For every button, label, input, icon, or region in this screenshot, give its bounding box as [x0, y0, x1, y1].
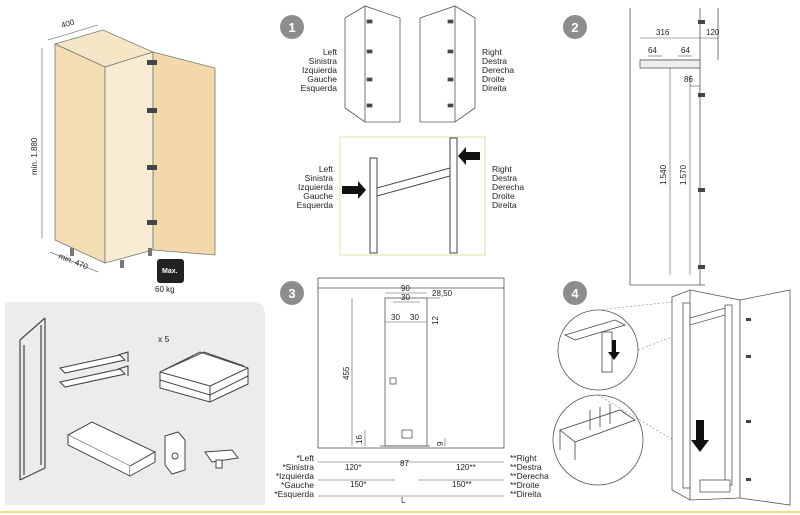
cabinet-illustration: 400 min. 1.880 min. 470 Max. 60 kg [30, 17, 216, 294]
step3-left-notes: *Left *Sinistra *Izquierda *Gauche *Esqu… [274, 453, 314, 499]
svg-text:*Left: *Left [297, 453, 315, 463]
svg-text:Esquerda: Esquerda [301, 83, 338, 93]
step1-right-cabinet [419, 5, 476, 123]
svg-text:Left: Left [319, 164, 334, 174]
dim-28: 28,50 [432, 289, 453, 298]
dim-9: 9 [436, 441, 445, 446]
svg-text:2: 2 [571, 20, 578, 35]
dim-150-right: 150** [452, 480, 472, 489]
svg-text:*Esquerda: *Esquerda [274, 489, 314, 499]
rail-parts [58, 351, 129, 388]
step4-drawing [552, 289, 791, 506]
step1-left-labels: Left Sinistra Izquierda Gauche Esquerda [301, 47, 338, 93]
dim-1570: 1.570 [679, 164, 688, 185]
detail-circle-bottom [552, 394, 644, 486]
dim-64a: 64 [648, 46, 657, 55]
dim-86: 86 [684, 75, 693, 84]
svg-text:3: 3 [288, 286, 295, 301]
dim-120: 120 [706, 28, 720, 37]
svg-text:Sinistra: Sinistra [305, 173, 334, 183]
dim-30b: 30 [391, 313, 400, 322]
parts-panel: x 5 [5, 302, 265, 505]
step2-drawing: 316 120 64 64 86 1.540 1.570 [629, 8, 720, 286]
svg-text:*Sinistra: *Sinistra [282, 462, 314, 472]
svg-text:Esquerda: Esquerda [297, 200, 334, 210]
foot-part [204, 449, 239, 469]
width-dimension: 400 [60, 17, 76, 29]
svg-text:Destra: Destra [492, 173, 517, 183]
weight-value: 60 kg [155, 285, 175, 294]
dim-12: 12 [431, 316, 440, 325]
step3-drawing: 90 30 28,50 30 30 12 455 16 9 120* 87 12… [317, 277, 505, 505]
dim-120-left: 120* [345, 463, 361, 472]
dim-16: 16 [355, 435, 364, 444]
svg-text:Gauche: Gauche [303, 191, 333, 201]
svg-text:Derecha: Derecha [482, 65, 514, 75]
svg-text:**Right: **Right [510, 453, 537, 463]
svg-text:Direita: Direita [492, 200, 517, 210]
svg-text:*Gauche: *Gauche [281, 480, 314, 490]
step-badge-4: 4 [563, 281, 587, 305]
step-badge-2: 2 [563, 15, 587, 39]
dim-64b: 64 [681, 46, 690, 55]
dim-90: 90 [401, 284, 410, 293]
weight-badge-label: Max. [162, 268, 178, 275]
svg-text:Izquierda: Izquierda [298, 182, 333, 192]
svg-text:Direita: Direita [482, 83, 507, 93]
step1-frame-left-labels: Left Sinistra Izquierda Gauche Esquerda [297, 164, 334, 210]
basket-parts [159, 351, 249, 403]
step3-right-notes: **Right **Destra **Derecha **Droite **Di… [510, 453, 549, 499]
svg-text:Left: Left [323, 47, 338, 57]
svg-text:1: 1 [288, 20, 295, 35]
step1-left-cabinet [344, 5, 401, 123]
svg-text:*Izquierda: *Izquierda [276, 471, 315, 481]
svg-text:**Destra: **Destra [510, 462, 542, 472]
dim-30a: 30 [401, 293, 410, 302]
svg-text:**Derecha: **Derecha [510, 471, 549, 481]
svg-text:Sinistra: Sinistra [309, 56, 338, 66]
dim-87: 87 [400, 459, 409, 468]
quantity-label: x 5 [158, 334, 170, 344]
svg-text:Destra: Destra [482, 56, 507, 66]
detail-circle-top [557, 309, 639, 391]
hinge-icon [147, 60, 157, 225]
dim-1540: 1.540 [659, 164, 668, 185]
svg-text:Droite: Droite [482, 74, 505, 84]
svg-text:Gauche: Gauche [307, 74, 337, 84]
svg-text:**Direita: **Direita [510, 489, 541, 499]
svg-text:Right: Right [482, 47, 502, 57]
base-part [66, 421, 157, 477]
svg-text:4: 4 [571, 286, 579, 301]
dim-150-left: 150* [350, 480, 366, 489]
weight-icon [157, 259, 184, 283]
dim-30c: 30 [410, 313, 419, 322]
step1-frame-right-labels: Right Destra Derecha Droite Direita [492, 164, 524, 210]
dim-455: 455 [342, 366, 351, 380]
svg-text:Droite: Droite [492, 191, 515, 201]
step-badge-3: 3 [280, 281, 304, 305]
step1-frame-box [339, 136, 486, 256]
step-badge-1: 1 [280, 15, 304, 39]
frame-part [19, 317, 46, 481]
svg-text:Izquierda: Izquierda [302, 65, 337, 75]
bracket-part [164, 431, 186, 475]
height-dimension: min. 1.880 [30, 137, 39, 175]
dim-316: 316 [656, 28, 670, 37]
svg-text:**Droite: **Droite [510, 480, 540, 490]
svg-text:Derecha: Derecha [492, 182, 524, 192]
dim-L: L [401, 496, 406, 505]
svg-text:Right: Right [492, 164, 512, 174]
dim-120-right: 120** [456, 463, 476, 472]
step1-right-labels: Right Destra Derecha Droite Direita [482, 47, 514, 93]
